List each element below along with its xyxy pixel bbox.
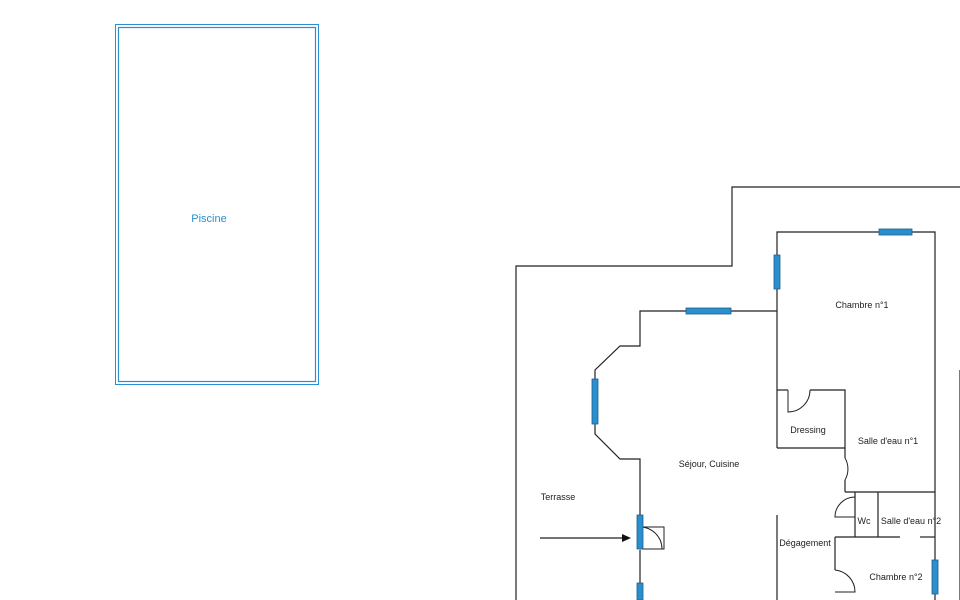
terrace-boundary-wall <box>515 186 960 600</box>
room-label-salle-eau-1: Salle d'eau n°1 <box>858 436 918 446</box>
room-label-terrasse: Terrasse <box>541 492 576 502</box>
entry-arrow-head-icon <box>622 534 631 542</box>
wc-door[interactable] <box>834 496 856 518</box>
window-bedroom-1-west[interactable] <box>773 254 781 290</box>
entry-arrow <box>540 534 631 542</box>
room-label-chambre-2: Chambre n°2 <box>869 572 922 582</box>
room-label-salle-eau-2: Salle d'eau n°2 <box>881 516 941 526</box>
pool-inner-outline <box>117 26 317 383</box>
dressing-wall <box>777 389 846 449</box>
entrance-door[interactable] <box>639 526 665 550</box>
pool-outer-outline <box>115 24 319 385</box>
window-living-north[interactable] <box>685 307 732 315</box>
pool[interactable]: Piscine <box>115 24 319 385</box>
window-entrance[interactable] <box>636 514 644 550</box>
dressing-door[interactable] <box>787 389 811 413</box>
bathroom-1-door[interactable] <box>844 457 849 481</box>
window-bedroom-1-north[interactable] <box>878 228 913 236</box>
window-bedroom-2[interactable] <box>931 559 939 595</box>
pool-label: Piscine <box>191 213 226 225</box>
house-facade-wall <box>594 310 777 515</box>
window-living-south[interactable] <box>636 582 644 600</box>
room-label-degagement: Dégagement <box>779 538 831 548</box>
window-living-bay[interactable] <box>591 378 599 425</box>
bedroom-2-door[interactable] <box>834 569 856 593</box>
room-label-sejour: Séjour, Cuisine <box>679 459 740 469</box>
room-label-dressing: Dressing <box>790 425 826 435</box>
room-label-wc: Wc <box>858 516 871 526</box>
room-label-chambre-1: Chambre n°1 <box>835 300 888 310</box>
